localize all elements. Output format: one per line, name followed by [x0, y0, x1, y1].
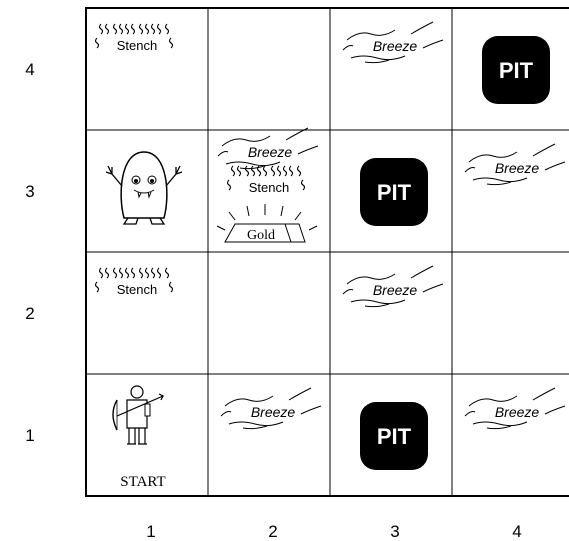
cell-4-4: PIT: [482, 36, 550, 104]
stench-marker: Stench: [96, 268, 173, 297]
cell-4-1: Breeze: [465, 388, 565, 429]
cell-1-2: Stench: [96, 268, 173, 297]
stench-label: Stench: [249, 180, 289, 195]
cell-3-3: PIT: [360, 158, 428, 226]
cell-2-1: Breeze: [221, 388, 321, 429]
breeze-marker: Breeze: [465, 388, 565, 429]
pit: PIT: [482, 36, 550, 104]
stench-marker: Stench: [96, 24, 173, 53]
breeze-marker: Breeze: [343, 22, 443, 63]
breeze-label: Breeze: [251, 404, 296, 420]
axis-labels: 4 3 2 1 1 2 3 4: [25, 60, 521, 541]
breeze-label: Breeze: [495, 160, 540, 176]
row-label: 4: [25, 60, 34, 79]
pit: PIT: [360, 402, 428, 470]
column-label: 3: [390, 522, 399, 541]
column-label: 2: [268, 522, 277, 541]
wumpus-monster-icon: [106, 152, 182, 224]
breeze-marker: Breeze: [221, 388, 321, 429]
cell-1-4: Stench: [96, 24, 173, 53]
row-label: 1: [25, 426, 34, 445]
start-label: START: [120, 474, 165, 490]
agent-with-bow-icon: [113, 386, 163, 444]
column-label: 1: [146, 522, 155, 541]
breeze-label: Breeze: [373, 282, 418, 298]
pit: PIT: [360, 158, 428, 226]
stench-marker: Stench: [228, 166, 305, 195]
breeze-marker: Breeze: [343, 266, 443, 307]
row-label: 3: [25, 182, 34, 201]
gold-bar-icon: Gold: [217, 204, 317, 243]
breeze-label: Breeze: [495, 404, 540, 420]
cell-1-1: START: [113, 386, 166, 490]
breeze-marker: Breeze: [218, 128, 318, 169]
stench-label: Stench: [117, 38, 157, 53]
stench-label: Stench: [117, 282, 157, 297]
cell-3-2: Breeze: [343, 266, 443, 307]
gold-label: Gold: [247, 228, 275, 243]
cell-4-3: Breeze: [465, 144, 565, 185]
pit-label: PIT: [377, 180, 412, 205]
column-label: 4: [512, 522, 521, 541]
breeze-label: Breeze: [248, 144, 293, 160]
breeze-marker: Breeze: [465, 144, 565, 185]
breeze-label: Breeze: [373, 38, 418, 54]
cell-3-1: PIT: [360, 402, 428, 470]
pit-label: PIT: [377, 424, 412, 449]
cell-3-4: Breeze: [343, 22, 443, 63]
row-label: 2: [25, 304, 34, 323]
cell-1-3: [106, 152, 182, 224]
pit-label: PIT: [499, 58, 534, 83]
